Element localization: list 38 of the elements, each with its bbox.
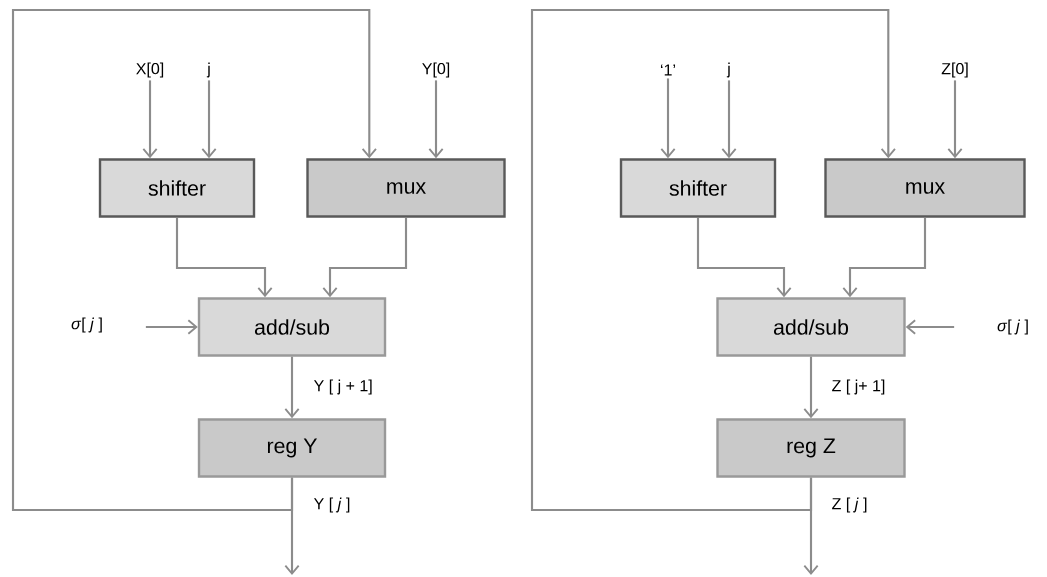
edge-label: Z [ j ]	[832, 497, 867, 513]
arrow	[145, 319, 198, 335]
arrow	[696, 217, 792, 298]
process-box: shifter	[619, 158, 777, 218]
arrow	[947, 80, 963, 159]
signal-label: σ[ j ]	[71, 317, 102, 333]
signal-label: σ[ j ]	[997, 319, 1028, 335]
register-box: reg Y	[197, 418, 387, 478]
arrow	[201, 80, 217, 159]
arrow	[284, 477, 300, 575]
arrow	[428, 80, 444, 159]
arrow	[11, 8, 377, 512]
edge-label: Y [ j + 1]	[313, 379, 372, 395]
arrow	[142, 80, 158, 159]
arrow	[322, 217, 408, 298]
arrow	[721, 80, 737, 159]
arrow	[842, 217, 927, 298]
signal-label: Z[0]	[941, 62, 968, 78]
signal-label: ‘1’	[661, 64, 675, 76]
signal-label: j	[206, 62, 210, 78]
arrow	[905, 319, 955, 335]
arrow	[803, 356, 819, 419]
arrow	[175, 217, 273, 298]
process-box: mux	[306, 158, 506, 218]
arrow	[660, 78, 676, 159]
process-box: shifter	[98, 158, 256, 218]
edge-label: Y [ j ]	[313, 497, 350, 513]
signal-label: X[0]	[136, 62, 164, 78]
register-box: reg Z	[716, 418, 906, 478]
arrow	[530, 8, 896, 512]
process-box: mux	[824, 158, 1026, 218]
process-box: add/sub	[716, 297, 906, 357]
edge-label: Z [ j+ 1]	[832, 379, 885, 395]
signal-label: Y[0]	[422, 62, 450, 78]
arrow	[803, 477, 819, 575]
signal-label: j	[726, 62, 730, 78]
arrow	[284, 356, 300, 419]
process-box: add/sub	[197, 297, 387, 357]
